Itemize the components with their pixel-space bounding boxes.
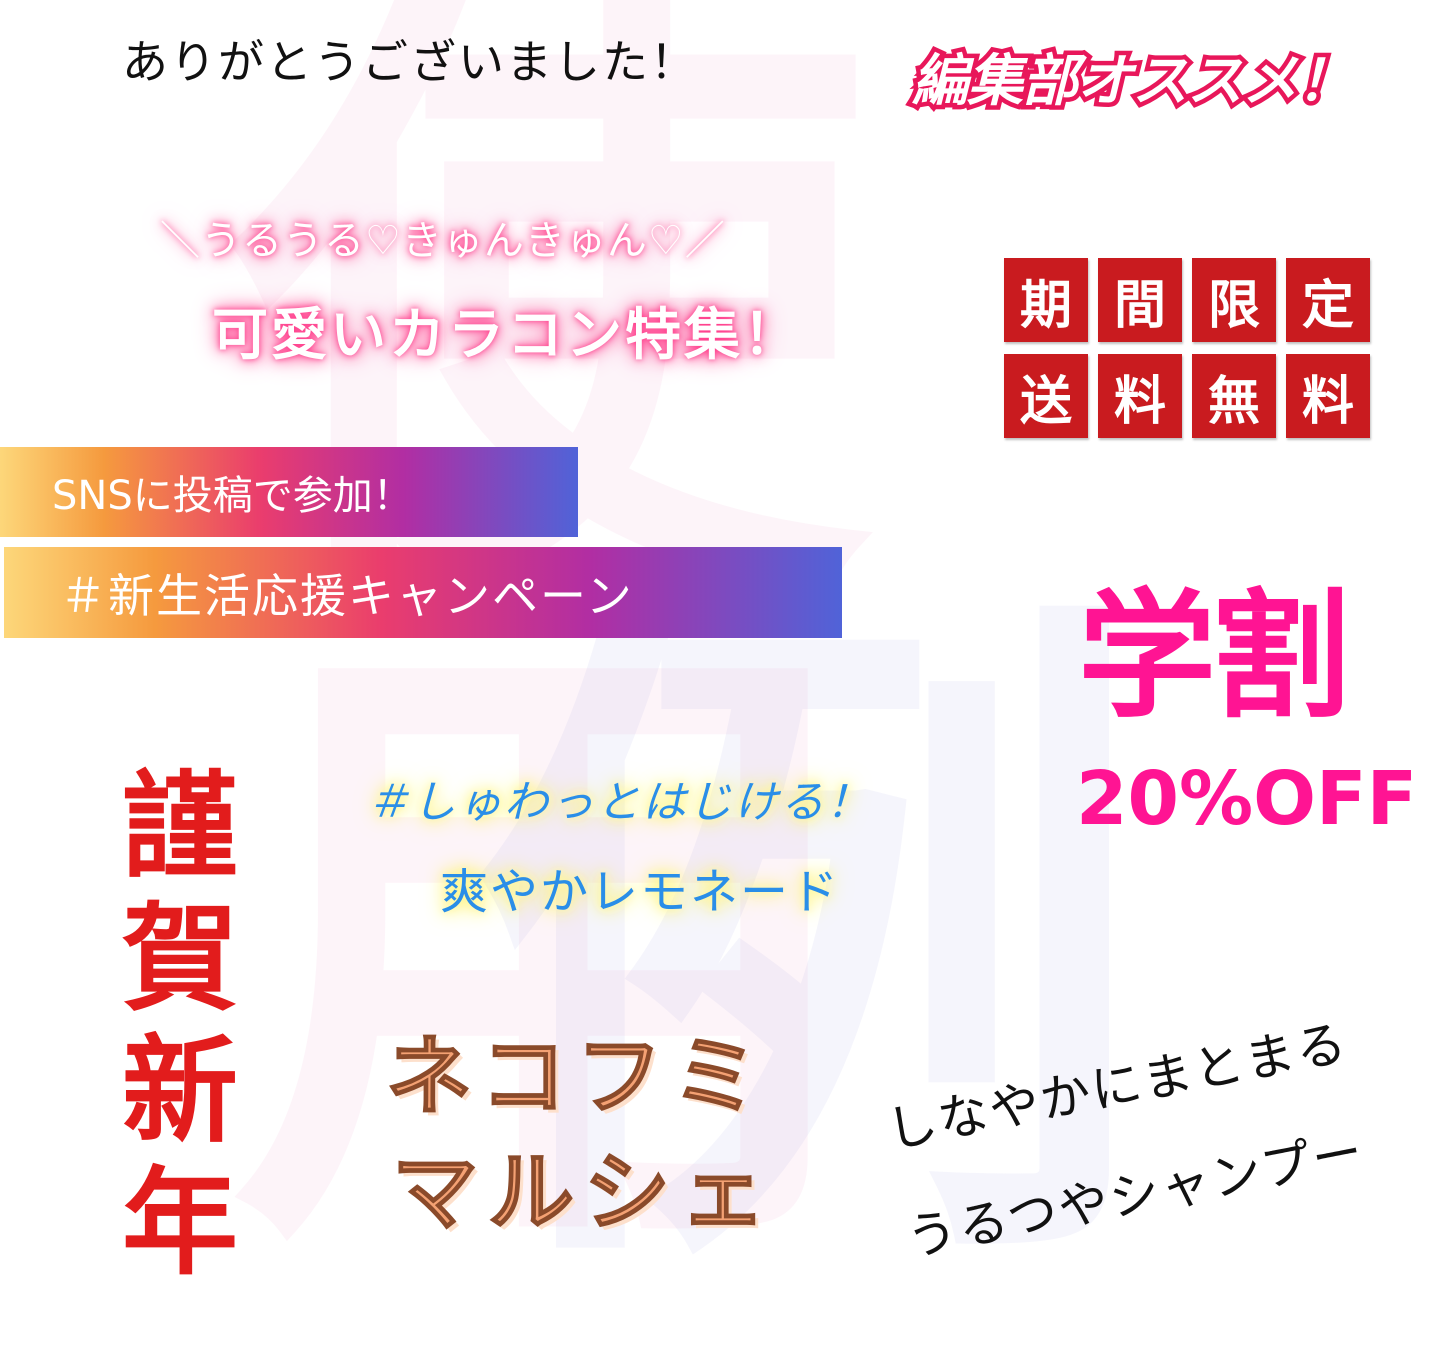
- editorial-badge: 編集部オススメ！: [908, 45, 1358, 119]
- tile: 料: [1286, 354, 1370, 438]
- new-year-char: 年: [122, 1156, 238, 1291]
- new-year-char: 謹: [122, 760, 238, 895]
- gradient-bar-sns: SNSに投稿で参加！: [0, 447, 578, 537]
- marche-line-1: ネコフミ: [385, 1027, 769, 1127]
- gradient-bar-campaign: ＃新生活応援キャンペーン: [4, 547, 842, 638]
- tile: 期: [1004, 258, 1088, 342]
- tile: 間: [1098, 258, 1182, 342]
- bar-text: SNSに投稿で参加！: [52, 473, 413, 519]
- tile: 無: [1192, 354, 1276, 438]
- limited-free-shipping-tiles: 期 間 限 定 送 料 無 料: [1004, 258, 1374, 438]
- student-discount-title: 学割: [1078, 576, 1350, 737]
- lemonade-hashtag: ＃しゅわっとはじける！: [366, 777, 872, 828]
- tile: 定: [1286, 258, 1370, 342]
- thanks-text: ありがとうございました！: [122, 35, 698, 89]
- bar-text: ＃新生活応援キャンペーン: [60, 568, 634, 623]
- glow-heading: 可愛いカラコン特集！: [212, 303, 802, 368]
- tile: 料: [1098, 354, 1182, 438]
- new-year-vertical: 謹 賀 新 年: [115, 762, 245, 1290]
- marche-line-2: マルシェ: [391, 1143, 776, 1243]
- new-year-char: 賀: [122, 892, 238, 1027]
- new-year-char: 新: [122, 1024, 238, 1159]
- tile: 限: [1192, 258, 1276, 342]
- glow-subheading: ＼うるうる♡きゅんきゅん♡／: [160, 218, 726, 264]
- lemonade-title: 爽やかレモネード: [440, 864, 841, 920]
- student-discount-amount: 20%OFF: [1076, 756, 1418, 842]
- tile: 送: [1004, 354, 1088, 438]
